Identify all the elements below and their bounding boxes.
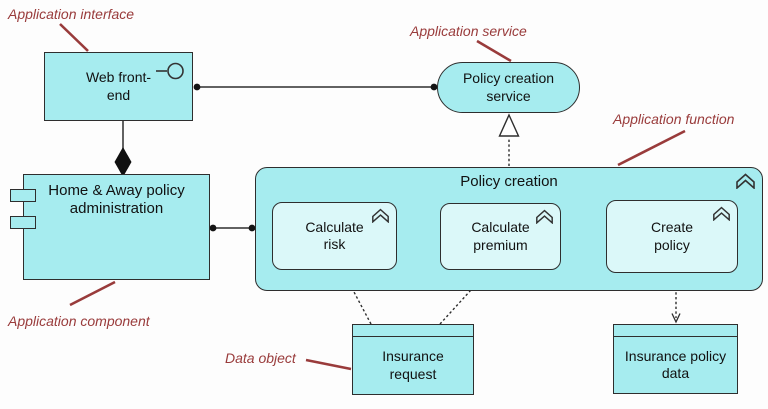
label-data-object: Data object [225, 350, 296, 366]
node-insurance-policy-data-label: Insurance policy data [624, 347, 727, 381]
node-calculate-risk-label: Calculate risk [305, 218, 364, 252]
label-application-component: Application component [8, 313, 150, 329]
node-policy-creation-service-label: Policy creation service [462, 70, 555, 104]
function-chevron-icon [536, 209, 553, 224]
realization-function-to-service [498, 113, 520, 166]
label-application-function: Application function [613, 111, 735, 127]
function-chevron-icon [736, 173, 755, 189]
label-application-interface: Application interface [8, 6, 135, 22]
component-icon [10, 216, 36, 229]
node-home-away-label: Home & Away policy administration [48, 182, 185, 218]
node-web-front-end[interactable]: Web front- end [44, 52, 193, 121]
node-policy-creation-service[interactable]: Policy creation service [437, 62, 580, 113]
node-policy-creation-title: Policy creation [460, 173, 558, 190]
realization-arrow [498, 113, 520, 137]
node-calculate-risk[interactable]: Calculate risk [272, 202, 397, 270]
component-icon [10, 189, 36, 202]
node-insurance-request[interactable]: Insurance request [352, 324, 474, 395]
node-insurance-policy-data[interactable]: Insurance policy data [613, 324, 738, 394]
composition-diamond [114, 147, 132, 177]
interface-lollipop-icon [156, 62, 184, 80]
node-calculate-premium-label: Calculate premium [471, 219, 530, 253]
data-object-header-strip [353, 325, 473, 337]
node-calculate-premium[interactable]: Calculate premium [440, 203, 561, 270]
node-web-front-end-label: Web front- end [85, 69, 152, 103]
function-chevron-icon [713, 206, 730, 221]
node-create-policy-label: Create policy [650, 219, 694, 253]
assignment-component-to-function [209, 224, 256, 232]
node-insurance-request-label: Insurance request [382, 348, 444, 382]
label-application-service: Application service [410, 23, 527, 39]
node-create-policy[interactable]: Create policy [606, 200, 738, 273]
assignment-web-to-service [193, 83, 438, 91]
data-object-header-strip [614, 325, 737, 337]
function-chevron-icon [372, 208, 389, 223]
composition-web-to-component [114, 121, 132, 177]
node-home-away-policy-administration[interactable]: Home & Away policy administration [10, 174, 210, 280]
